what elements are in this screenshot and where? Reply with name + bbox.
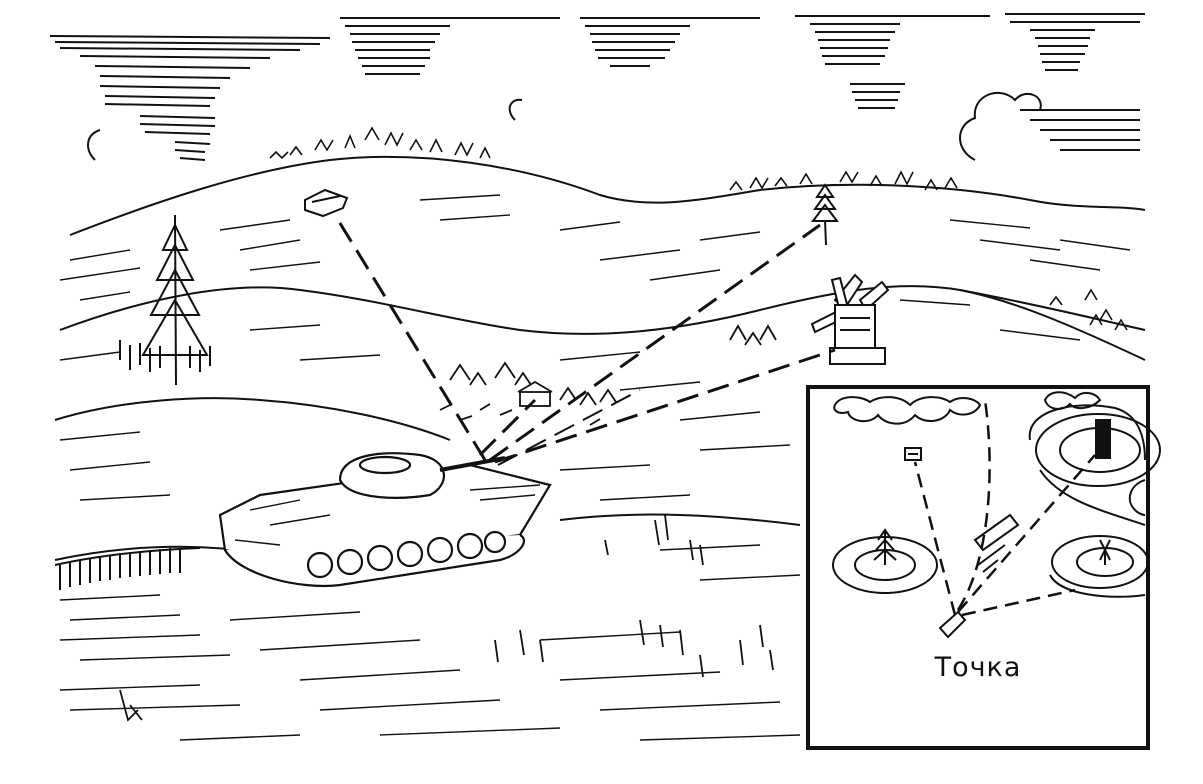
tank-gun: [439, 456, 506, 472]
sight-line-house: [478, 398, 537, 457]
hills: [54, 155, 1146, 561]
sight-line-car: [333, 214, 487, 461]
inset-village-symbol: [973, 513, 1020, 573]
sight-line-tree: [489, 223, 821, 462]
tank-hatch: [358, 455, 412, 475]
sight-line-windmill: [494, 348, 836, 464]
cloud-hatch-3: [580, 17, 760, 67]
sight-lines: [333, 214, 836, 466]
tank-wheels: [306, 530, 507, 579]
inset-hill-contour-4: [1128, 479, 1146, 516]
hill-ridge-mid: [59, 285, 1146, 335]
tank-track: [224, 534, 525, 587]
foreground-bushes: [119, 514, 774, 722]
windmill: [810, 273, 890, 365]
hill-ridge-far: [69, 155, 1146, 236]
inset-contour-mill-2: [1051, 535, 1149, 589]
inset-map-caption: Точка: [934, 652, 1022, 683]
inset-line-car: [913, 461, 957, 616]
inset-line-windmill: [961, 588, 1076, 617]
car-target: [304, 188, 349, 218]
fence: [54, 547, 201, 590]
inset-windmill-symbol: [1099, 539, 1111, 565]
cloud-hatch-2: [340, 17, 560, 75]
inset-line-tree: [957, 454, 1096, 613]
cloud-outline-right: [959, 91, 1042, 161]
inset-hill-contour-2: [1035, 413, 1161, 487]
cloud-outline-left: [87, 129, 101, 161]
hill-ridge-right: [959, 289, 1146, 361]
tank-hull-detail: [234, 484, 541, 546]
inset-hilltop-tree-symbol: [1095, 419, 1111, 459]
inset-contour-mill-3: [1049, 574, 1146, 598]
fir-tree: [119, 214, 211, 386]
cloud-hatch-1: [49, 35, 331, 161]
inset-forest-edge: [833, 396, 982, 425]
cloud-hatch-4: [795, 15, 990, 109]
inset-tree-symbol: [873, 528, 897, 565]
inset-map: [806, 385, 1161, 750]
inset-hill-contour-5: [1039, 469, 1146, 526]
cloud-hatch-5: [1005, 13, 1145, 151]
hilltop-tree: [811, 183, 839, 246]
inset-line-forest: [956, 399, 991, 611]
village: [439, 324, 777, 426]
inset-frame: [806, 385, 1150, 750]
inset-tank-symbol: [938, 610, 967, 639]
hill-ridge-left: [54, 397, 451, 441]
tank: [218, 452, 552, 587]
sight-line-bush: [497, 389, 641, 466]
distant-trees: [269, 126, 1128, 331]
cloud-outline-mid: [508, 98, 523, 121]
sky: [49, 13, 1145, 161]
terrain-hatching: [59, 194, 1131, 741]
inset-hill-contour-3: [1028, 404, 1146, 461]
